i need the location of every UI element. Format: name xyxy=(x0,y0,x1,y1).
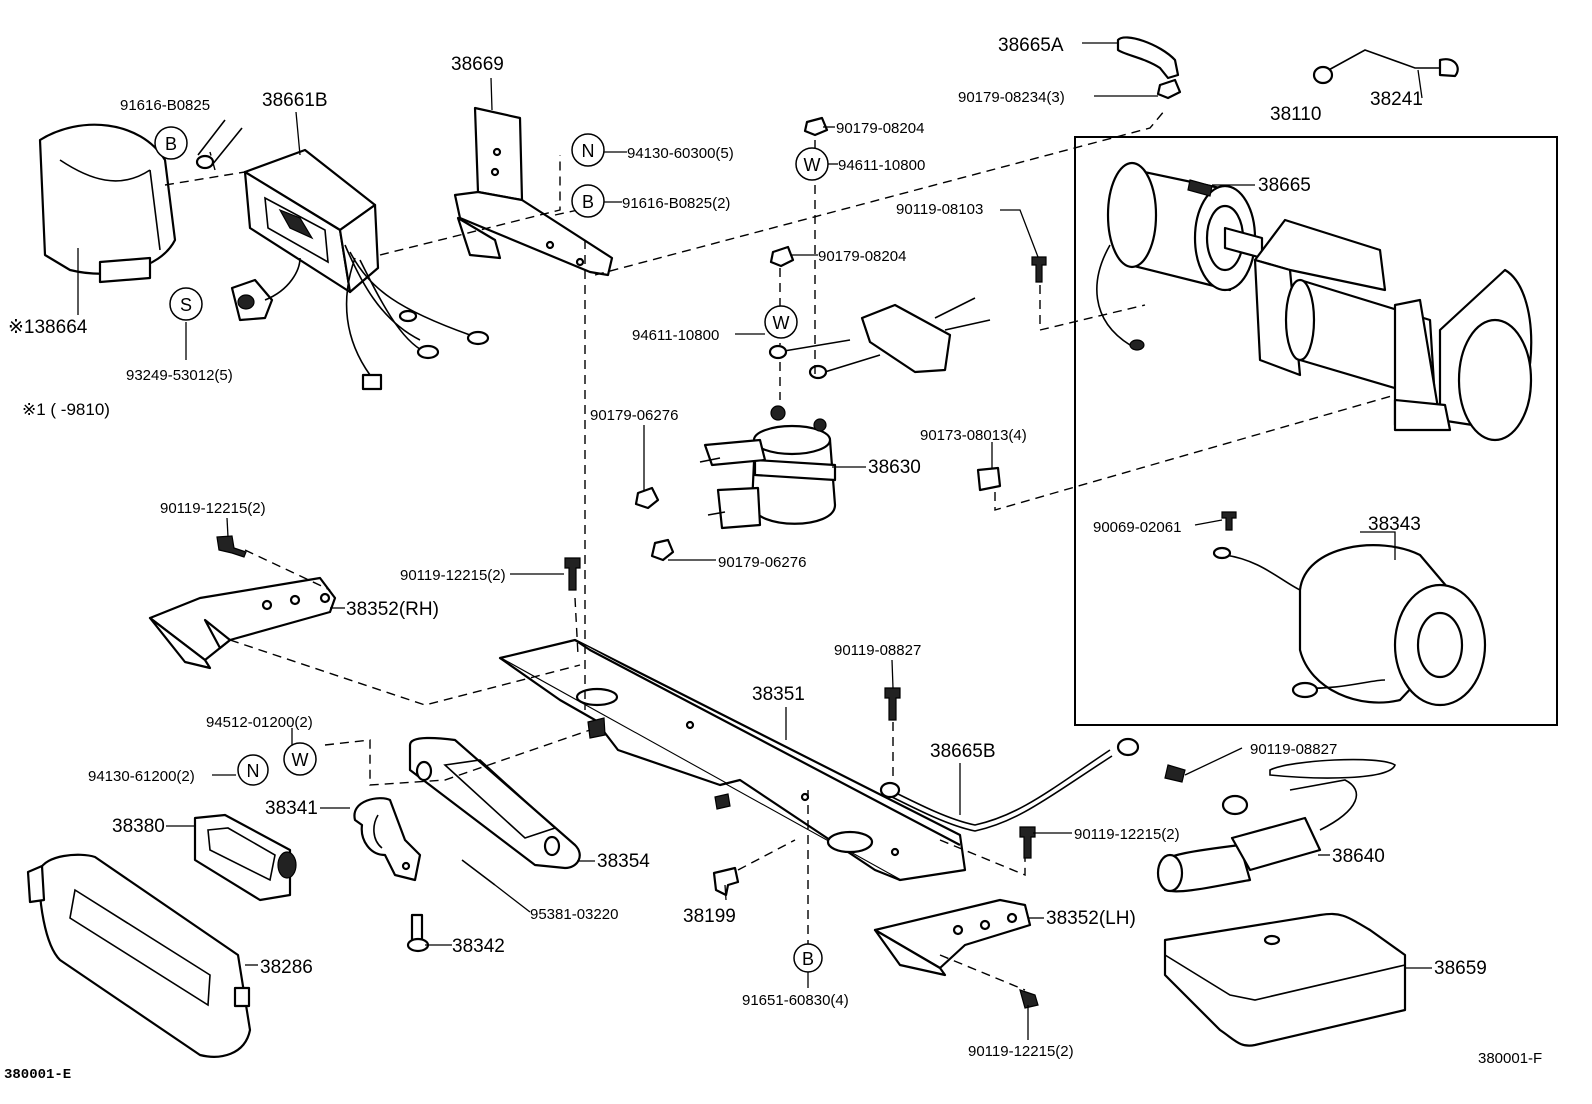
svg-text:N: N xyxy=(582,141,595,161)
part-38199-clip xyxy=(712,866,740,897)
label-91616-B0825: 91616-B0825 xyxy=(120,97,210,114)
circle-letter-B-1: B xyxy=(154,126,188,160)
part-38351-base-plate xyxy=(498,638,967,882)
part-38286-cover xyxy=(26,853,252,1058)
part-labels: 38665A 90179-08234(3) 38241 38110 38665 … xyxy=(4,35,1542,1083)
corner-code-left: 380001-E xyxy=(4,1067,71,1083)
circle-letter-W-1: W xyxy=(795,147,829,181)
circle-letter-S: S xyxy=(169,287,203,321)
part-38343-cable-drum xyxy=(1212,544,1487,707)
label-38343: 38343 xyxy=(1368,514,1421,535)
circle-letter-N-2: N xyxy=(237,754,269,786)
part-38665B-cable xyxy=(879,737,1140,832)
circle-letter-N-1: N xyxy=(571,133,605,167)
circle-letter-B-2: B xyxy=(571,184,605,218)
label-38630: 38630 xyxy=(868,457,921,478)
label-90179-08234: 90179-08234(3) xyxy=(958,89,1065,106)
label-38669: 38669 xyxy=(451,54,504,75)
label-38640: 38640 xyxy=(1332,846,1385,867)
dashed-guides xyxy=(164,109,1396,991)
part-winch-drum xyxy=(1253,218,1533,442)
svg-text:S: S xyxy=(180,295,192,315)
part-38661B-control-box xyxy=(243,148,490,391)
label-38241: 38241 xyxy=(1370,89,1423,110)
label-38380: 38380 xyxy=(112,816,165,837)
part-38354-fairlead xyxy=(408,736,581,870)
label-90179-08204-top: 90179-08204 xyxy=(836,120,924,137)
note-9810: ※1 ( -9810) xyxy=(22,400,110,419)
label-38352RH: 38352(RH) xyxy=(346,599,439,620)
label-38286: 38286 xyxy=(260,957,313,978)
part-38630-solenoid xyxy=(699,405,837,530)
label-90119-12215-b: 90119-12215(2) xyxy=(400,567,506,584)
svg-text:B: B xyxy=(802,949,814,969)
label-38661B: 38661B xyxy=(262,90,328,111)
label-38199: 38199 xyxy=(683,906,736,927)
label-95381-03220: 95381-03220 xyxy=(530,906,618,923)
part-38352LH-bracket xyxy=(873,898,1032,977)
label-94512-01200: 94512-01200(2) xyxy=(206,714,313,731)
label-90119-08103: 90119-08103 xyxy=(896,201,983,218)
label-38342: 38342 xyxy=(452,936,505,957)
label-38351: 38351 xyxy=(752,684,805,705)
label-90119-12215-d: 90119-12215(2) xyxy=(968,1043,1074,1060)
label-90179-06276-a: 90179-06276 xyxy=(590,407,678,424)
label-38110: 38110 xyxy=(1270,104,1321,125)
label-38665B: 38665B xyxy=(930,741,996,762)
label-90119-08827-a: 90119-08827 xyxy=(834,642,921,659)
label-90119-08827-b: 90119-08827 xyxy=(1250,741,1337,758)
part-138664-cover xyxy=(38,123,177,284)
svg-text:W: W xyxy=(773,313,790,333)
part-38659-bag xyxy=(1163,912,1407,1047)
circle-letter-W-2: W xyxy=(764,305,798,339)
label-94611-10800-top: 94611-10800 xyxy=(838,157,925,174)
label-94130-61200: 94130-61200(2) xyxy=(88,768,195,785)
svg-text:W: W xyxy=(804,155,821,175)
part-38640-remote xyxy=(1156,758,1396,893)
inset-frame xyxy=(1074,136,1558,726)
part-38665A-handle xyxy=(1116,36,1180,80)
label-94130-60300: 94130-60300(5) xyxy=(627,145,734,162)
circle-letter-B-3: B xyxy=(793,943,823,973)
part-38352RH-bracket xyxy=(148,576,337,670)
svg-text:B: B xyxy=(582,192,594,212)
corner-code-right: 380001-F xyxy=(1478,1050,1542,1067)
label-91616-B0825-2: 91616-B0825(2) xyxy=(622,195,730,212)
part-38665-motor xyxy=(1096,161,1264,351)
label-90179-08204-mid: 90179-08204 xyxy=(818,248,906,265)
part-38669-bracket xyxy=(453,106,614,277)
label-91651-60830: 91651-60830(4) xyxy=(742,992,849,1009)
label-38354: 38354 xyxy=(597,851,650,872)
screw-90069 xyxy=(1221,511,1237,531)
svg-text:W: W xyxy=(292,750,309,770)
label-90069-02061: 90069-02061 xyxy=(1093,519,1181,536)
label-90179-06276-b: 90179-06276 xyxy=(718,554,806,571)
part-small-fasteners xyxy=(216,78,1186,1009)
label-138664: ※138664 xyxy=(8,317,88,338)
part-91616-bolt xyxy=(195,119,243,170)
label-90119-12215-c: 90119-12215(2) xyxy=(1074,826,1180,843)
label-94611-10800-mid: 94611-10800 xyxy=(632,327,719,344)
part-94611-terminal xyxy=(768,297,991,380)
label-90173-08013: 90173-08013(4) xyxy=(920,427,1027,444)
circle-letter-W-3: W xyxy=(283,742,317,776)
part-38241-lever xyxy=(1312,49,1459,85)
label-38665: 38665 xyxy=(1258,175,1311,196)
part-95381-clip xyxy=(461,859,496,886)
label-38352LH: 38352(LH) xyxy=(1046,908,1136,929)
svg-text:N: N xyxy=(247,761,260,781)
label-90119-12215-a: 90119-12215(2) xyxy=(160,500,266,517)
part-93249-clip xyxy=(230,257,301,322)
leader-lines xyxy=(77,42,1432,1040)
label-38665A: 38665A xyxy=(998,35,1064,56)
svg-text:B: B xyxy=(165,134,177,154)
part-38380-plate xyxy=(193,813,297,902)
label-93249-53012: 93249-53012(5) xyxy=(126,367,233,384)
label-38659: 38659 xyxy=(1434,958,1487,979)
label-38341: 38341 xyxy=(265,798,318,819)
part-38341-hook xyxy=(353,797,422,882)
